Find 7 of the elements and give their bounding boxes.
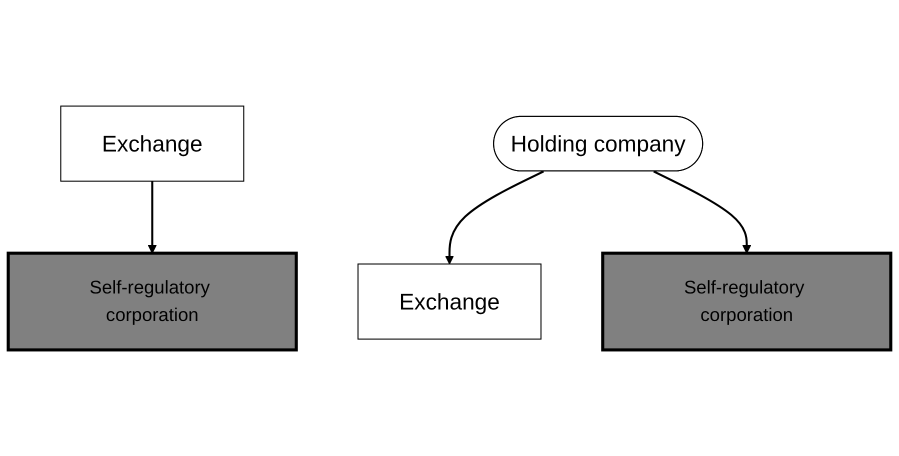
node-box: Exchange	[358, 264, 542, 340]
arrow	[444, 170, 544, 264]
arrow	[148, 181, 157, 254]
node-box: Self-regulatory corporation	[601, 252, 892, 352]
arrow	[653, 170, 752, 254]
node-box: Exchange	[60, 106, 244, 182]
node-box: Self-regulatory corporation	[6, 252, 298, 352]
